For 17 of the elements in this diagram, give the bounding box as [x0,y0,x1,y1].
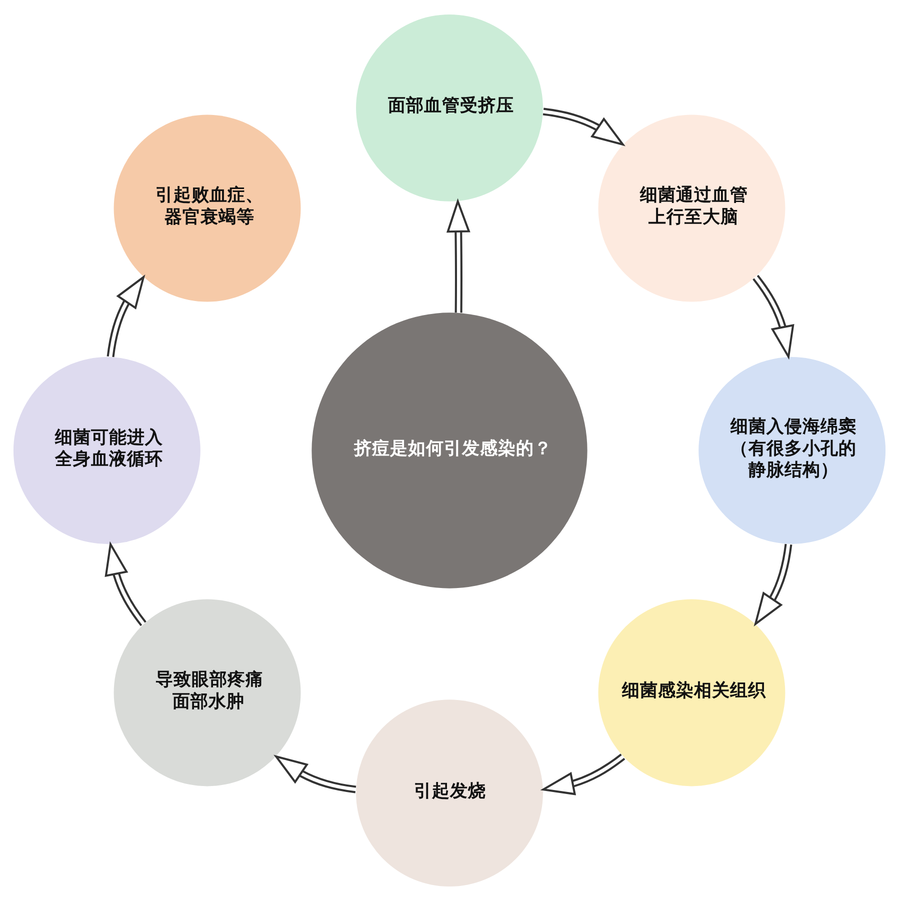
node-circle: 细菌通过血管上行至大脑 [598,114,786,302]
arrow [274,754,356,793]
arrow [446,198,470,312]
arrow [542,107,626,146]
arrow [540,753,626,795]
arrow [754,543,792,626]
node-circle: 引起发烧 [356,699,543,886]
arrow [106,274,146,357]
node-circle: 挤痘是如何引发感染的？ [312,312,588,588]
node-circle: 细菌感染相关组织 [598,598,786,786]
arrow [752,274,794,360]
node-circle: 引起败血症、器官衰竭等 [114,114,301,302]
node-circle: 导致眼部疼痛面部水肿 [114,598,301,786]
arrow [104,540,146,626]
node-circle: 面部血管受挤压 [356,14,543,201]
node-circle: 细菌可能进入全身血液循环 [13,356,200,544]
node-circle: 细菌入侵海绵窦（有很多小孔的静脉结构） [698,356,886,544]
